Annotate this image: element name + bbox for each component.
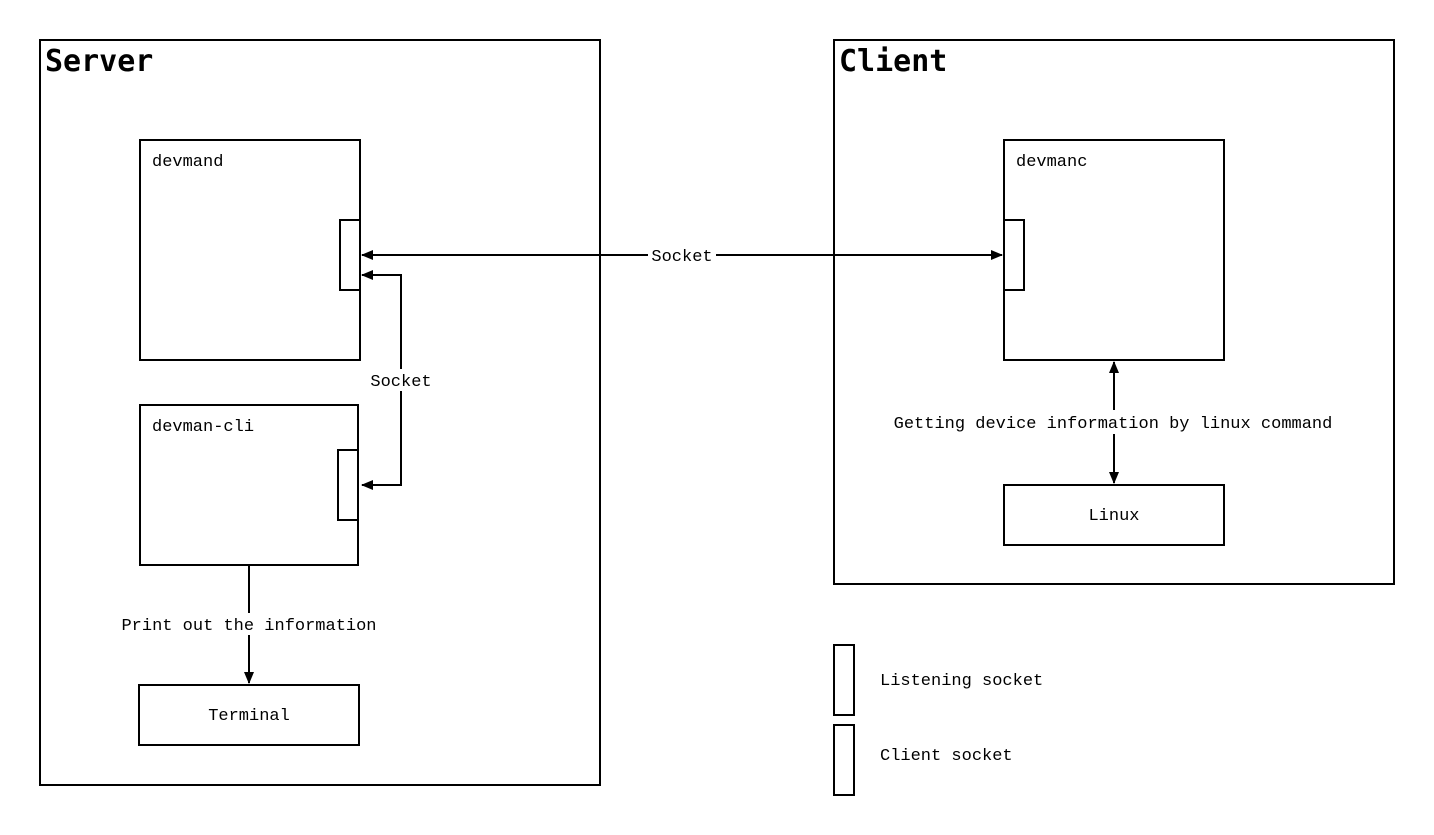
print-label-bg	[112, 613, 388, 635]
print-connector: Print out the information	[112, 565, 388, 684]
linux-link-label-bg	[878, 410, 1350, 434]
socket-label: Socket	[651, 248, 712, 267]
legend-listening-label: Listening socket	[880, 672, 1043, 691]
devmanc-node: devmanc	[1003, 139, 1225, 361]
devmanc-box	[1003, 139, 1225, 361]
client-title: Client	[839, 44, 947, 79]
devman-cli-label: devman-cli	[152, 418, 254, 437]
socket-label-bg	[648, 244, 716, 266]
devman-cli-box	[139, 404, 359, 566]
devmanc-client-socket	[1003, 219, 1025, 291]
devmand-label: devmand	[152, 153, 223, 172]
devmand-node: devmand	[139, 139, 361, 361]
internal-socket-label-bg	[366, 369, 436, 391]
devman-cli-node: devman-cli	[139, 404, 359, 566]
legend-listening-swatch	[833, 644, 855, 716]
linux-connector: Getting device information by linux comm…	[878, 361, 1350, 484]
terminal-box	[138, 684, 360, 746]
internal-socket-connector: Socket	[361, 270, 436, 490]
devmanc-label: devmanc	[1016, 153, 1087, 172]
devmand-listening-socket	[339, 219, 361, 291]
terminal-label: Terminal	[208, 707, 290, 726]
print-label: Print out the information	[121, 617, 376, 636]
linux-node: Linux	[1003, 484, 1225, 546]
server-client-socket-connector: Socket	[361, 244, 1003, 267]
devmand-box	[139, 139, 361, 361]
legend: Listening socket Client socket	[833, 644, 1043, 796]
legend-client-swatch	[833, 724, 855, 796]
linux-box	[1003, 484, 1225, 546]
server-title: Server	[45, 44, 153, 79]
linux-label: Linux	[1088, 507, 1139, 526]
legend-client-label: Client socket	[880, 747, 1013, 766]
terminal-node: Terminal	[138, 684, 360, 746]
devman-cli-client-socket	[337, 449, 359, 521]
linux-link-label: Getting device information by linux comm…	[894, 415, 1333, 434]
internal-socket-label: Socket	[370, 373, 431, 392]
